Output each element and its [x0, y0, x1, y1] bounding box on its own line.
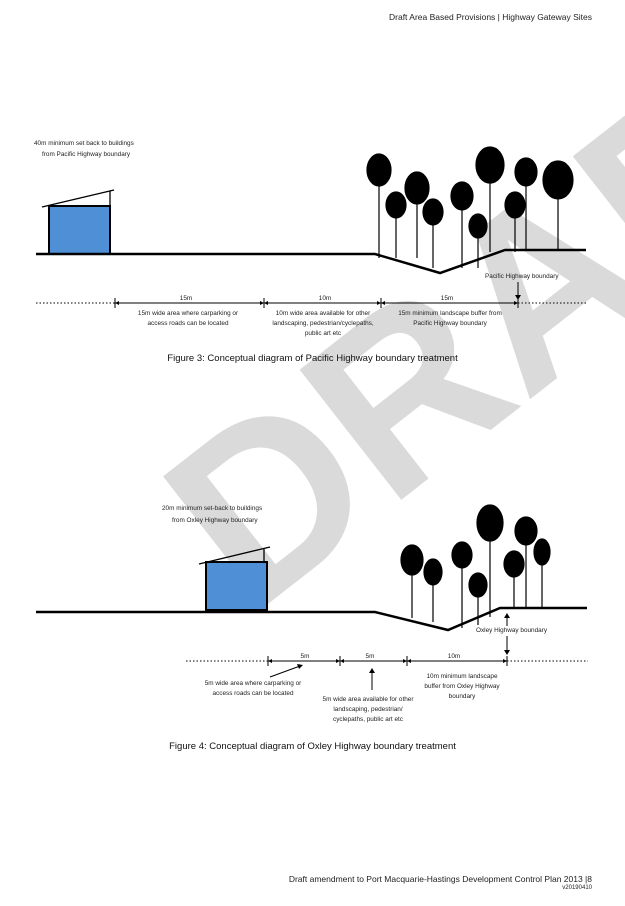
seg1-distance: 15m	[180, 295, 192, 302]
figure-4-caption: Figure 4: Conceptual diagram of Oxley Hi…	[0, 741, 625, 752]
seg2-desc-line3: cyclepaths, public art etc	[333, 716, 404, 723]
boundary-label: Oxley Highway boundary	[476, 627, 548, 634]
seg1-distance: 5m	[301, 653, 310, 660]
ground-line	[36, 248, 586, 275]
seg3-desc-line1: 15m minimum landscape buffer from	[398, 310, 502, 317]
seg2-desc-line2: landscaping, pedestrian/	[333, 706, 403, 713]
figure-4-caption-text: Conceptual diagram of Oxley Highway boun…	[206, 741, 456, 752]
arrow-up-icon	[369, 668, 375, 673]
seg2-desc-line1: 5m wide area available for other	[323, 696, 415, 703]
seg3-desc-line1: 10m minimum landscape	[426, 673, 497, 680]
seg2-desc-line3: public art etc	[305, 330, 342, 337]
page-footer: Draft amendment to Port Macquarie-Hastin…	[289, 874, 592, 891]
figure-3-caption: Figure 3: Conceptual diagram of Pacific …	[0, 353, 625, 364]
arrow-up-icon	[504, 613, 510, 618]
trees-icon	[366, 146, 574, 268]
seg1-desc-line2: access roads can be located	[213, 690, 294, 697]
ground-line	[36, 606, 587, 632]
seg2-desc-line1: 10m wide area available for other	[276, 310, 371, 317]
seg1-desc-line2: access roads can be located	[148, 320, 229, 327]
figure-4-diagram: 20m minimum set-back to buildings from O…	[36, 504, 588, 723]
building-icon	[198, 546, 271, 611]
seg2-desc-line2: landscaping, pedestrian/cyclepaths,	[272, 320, 373, 327]
page-header: Draft Area Based Provisions | Highway Ga…	[389, 12, 592, 22]
seg2-distance: 5m	[366, 653, 375, 660]
seg3-desc-line2: buffer from Oxley Highway	[424, 683, 500, 690]
footer-version: v20190410	[562, 885, 592, 891]
dimension-line	[186, 656, 588, 666]
trees-icon	[400, 504, 551, 628]
building-icon	[41, 189, 115, 255]
seg2-distance: 10m	[319, 295, 331, 302]
arrow-down-icon	[504, 650, 510, 655]
footer-text: Draft amendment to Port Macquarie-Hastin…	[288, 874, 592, 884]
setback-label-line2: from Pacific Highway boundary	[42, 151, 131, 158]
arrow-icon	[297, 664, 303, 669]
figure-3-diagram: 40m minimum set back to buildings from P…	[34, 140, 588, 337]
figure-3-caption-label: Figure 3:	[167, 353, 205, 364]
setback-label-line2: from Oxley Highway boundary	[172, 517, 258, 524]
figure-3-caption-text: Conceptual diagram of Pacific Highway bo…	[204, 353, 458, 364]
seg3-desc-line2: Pacific Highway boundary	[413, 320, 487, 327]
seg3-distance: 10m	[448, 653, 460, 660]
setback-label-line1: 40m minimum set back to buildings	[34, 140, 134, 147]
seg1-desc-line1: 5m wide area where carparking or	[205, 680, 302, 687]
seg3-distance: 15m	[441, 295, 453, 302]
setback-label-line1: 20m minimum set-back to buildings	[162, 505, 262, 512]
boundary-label: Pacific Highway boundary	[485, 273, 559, 280]
figure-4-caption-label: Figure 4:	[169, 741, 207, 752]
seg1-desc-line1: 15m wide area where carparking or	[138, 310, 239, 317]
seg3-desc-line3: boundary	[449, 693, 476, 700]
arrow-down-icon	[515, 295, 521, 300]
